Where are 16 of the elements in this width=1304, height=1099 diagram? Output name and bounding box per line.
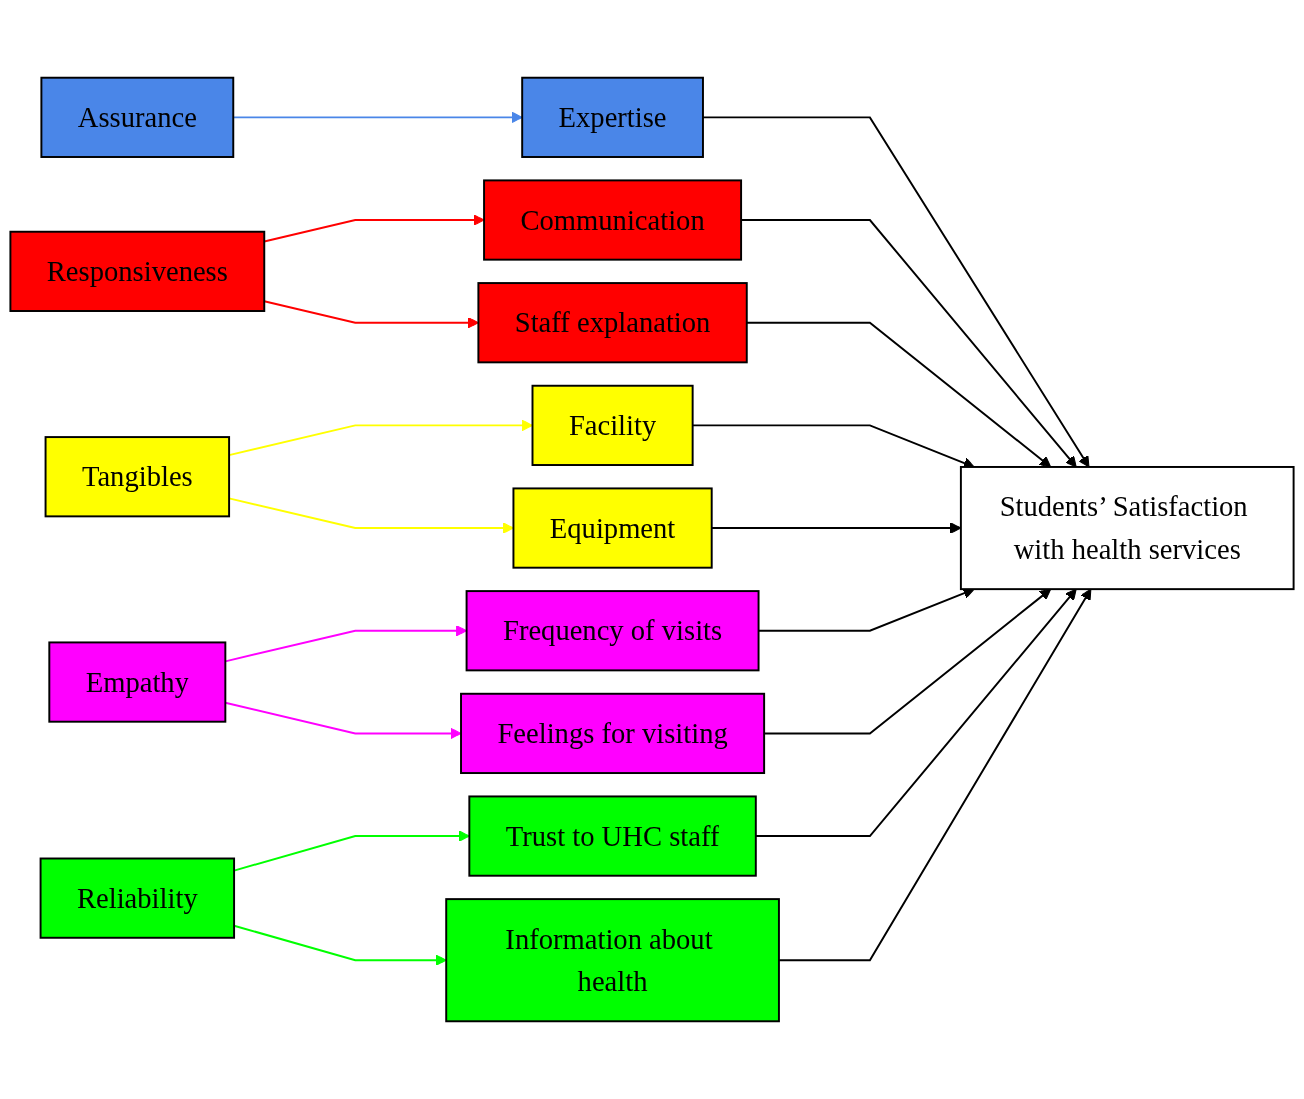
node-box: Feelings for visiting bbox=[460, 692, 766, 774]
node-box: Information about health bbox=[445, 898, 780, 1023]
node-box: Frequency of visits bbox=[465, 590, 760, 672]
node-box: Equipment bbox=[512, 487, 713, 569]
node-box: Students’ Satisfaction with health services bbox=[959, 466, 1295, 591]
node-box: Assurance bbox=[40, 76, 235, 158]
node-box: Responsiveness bbox=[9, 230, 266, 312]
arrow bbox=[702, 116, 1090, 468]
node-box: Expertise bbox=[521, 76, 704, 158]
node-box: Empathy bbox=[48, 641, 227, 723]
node-box: Tangibles bbox=[44, 436, 231, 518]
node-box: Communication bbox=[483, 179, 743, 261]
node-box: Facility bbox=[531, 384, 694, 466]
node-box: Staff explanation bbox=[477, 282, 748, 364]
node-box: Trust to UHC staff bbox=[468, 795, 757, 877]
node-box: Reliability bbox=[39, 857, 236, 939]
